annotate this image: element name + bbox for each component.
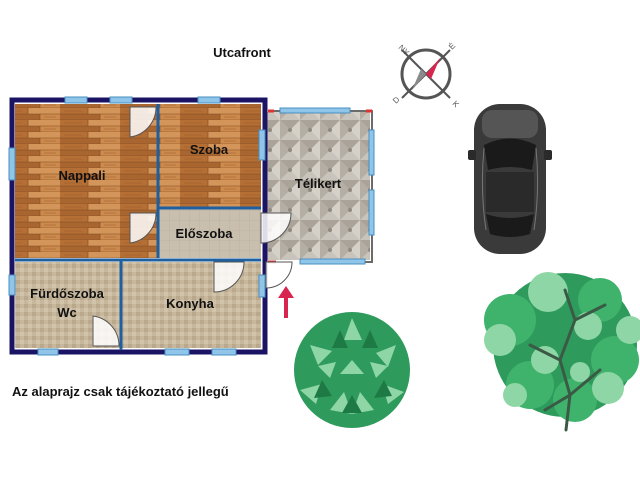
compass-letter-e: É — [447, 41, 457, 51]
telikert-floor — [266, 112, 370, 260]
room-label-szoba: Szoba — [190, 142, 229, 157]
interior-walls — [15, 104, 261, 350]
compass-letter-d: D — [391, 95, 402, 106]
windows — [8, 96, 375, 356]
tree-icon — [484, 272, 640, 432]
entrance-arrow-icon — [278, 286, 294, 318]
disclaimer-text: Az alaprajz csak tájékoztató jellegű — [12, 384, 229, 399]
doors — [92, 106, 293, 347]
room-label-konyha: Konyha — [166, 296, 214, 311]
street-front-label: Utcafront — [213, 45, 271, 60]
bush-icon — [294, 312, 410, 428]
room-label-nappali: Nappali — [59, 168, 106, 183]
eloszoba-floor — [158, 208, 261, 258]
car-icon — [468, 104, 552, 254]
szoba-floor — [158, 104, 261, 208]
room-label-eloszoba: Előszoba — [175, 226, 233, 241]
compass-letter-k: K — [451, 99, 462, 110]
room-label-telikert: Télikert — [295, 176, 342, 191]
room-label-wc: Wc — [57, 305, 77, 320]
room-label-furdoszoba: Fürdőszoba — [30, 286, 104, 301]
compass-icon — [400, 48, 452, 100]
